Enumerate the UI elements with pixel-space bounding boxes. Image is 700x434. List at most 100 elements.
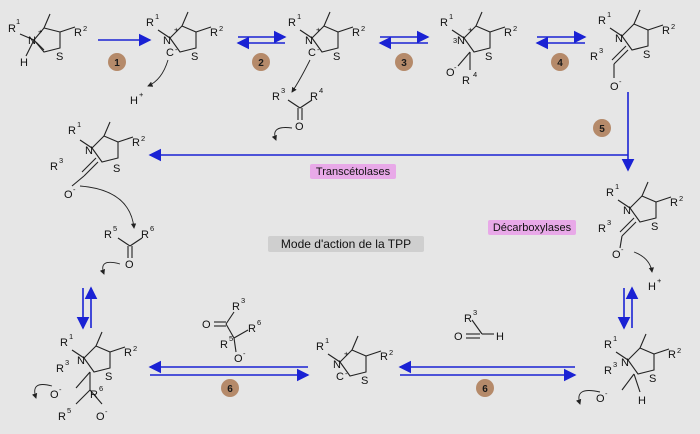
svg-text:O: O [295,121,304,133]
molecule-enamine-top: N S R 1 R 2 R 3 O - [590,9,675,93]
svg-text:R: R [604,365,612,377]
svg-text:6: 6 [257,318,261,327]
svg-text:R: R [68,125,76,137]
molecule-adduct-1: N + S R 1 R 2 3 O - R 4 [440,11,517,87]
svg-text:S: S [649,373,656,385]
svg-text:O: O [612,249,621,261]
svg-text:R: R [668,349,676,361]
svg-text:H: H [130,95,138,107]
svg-text:5: 5 [67,406,71,415]
svg-text:O: O [610,81,619,93]
svg-text:2: 2 [133,344,137,353]
svg-text:R: R [598,15,606,27]
svg-text:R: R [248,323,256,335]
svg-text:6: 6 [482,384,488,395]
svg-text:R: R [210,27,218,39]
molecule-adduct-bottom-right: N S R 1 R 2 R 3 O - H [576,333,681,407]
svg-text:4: 4 [319,86,323,95]
svg-text:R: R [146,17,154,29]
svg-text:+: + [657,276,662,285]
svg-text:3: 3 [607,218,611,227]
svg-text:2: 2 [219,24,223,33]
svg-text:N: N [163,35,171,47]
svg-text:-: - [73,185,76,194]
svg-text:O: O [64,189,73,201]
svg-text:R: R [288,17,296,29]
svg-text:+: + [139,90,144,99]
svg-text:4: 4 [557,58,563,69]
svg-text:3: 3 [599,46,603,55]
svg-text:R: R [132,137,140,149]
svg-text:1: 1 [77,120,81,129]
svg-text:N: N [615,33,623,45]
svg-text:Décarboxylases: Décarboxylases [493,222,572,234]
svg-text:5: 5 [599,124,605,135]
svg-text:Mode d'action de la TPP: Mode d'action de la TPP [281,237,411,251]
svg-text:1: 1 [297,12,301,21]
svg-text:R: R [590,51,598,63]
step-badge-6-right: 6 [476,379,494,397]
molecule-ylide-2: N S C - + R 1 R 2 R 3 R 4 O [271,11,365,141]
svg-text:1: 1 [615,182,619,191]
svg-text:C: C [308,47,316,59]
svg-text:-: - [243,349,246,358]
svg-text:R: R [60,337,68,349]
svg-text:S: S [113,163,120,175]
diagram-title: Mode d'action de la TPP [268,236,424,252]
molecule-enamine-left: N S R 1 R 2 R 3 O - [50,120,145,229]
svg-text:H: H [648,281,656,293]
svg-text:S: S [651,221,658,233]
svg-text:R: R [380,351,388,363]
svg-text:-: - [345,369,348,378]
svg-text:2: 2 [679,194,683,203]
svg-text:H: H [638,395,646,407]
svg-text:R: R [8,23,16,35]
svg-text:2: 2 [513,24,517,33]
svg-text:R: R [662,25,670,37]
svg-text:-: - [619,77,622,86]
svg-text:3: 3 [241,296,245,305]
svg-text:R: R [56,363,64,375]
svg-text:+: + [344,349,349,358]
svg-text:6: 6 [227,384,233,395]
step-badge-1: 1 [108,53,126,71]
step-badges: 1 2 3 4 5 6 6 [108,53,611,397]
svg-text:O: O [596,393,605,405]
svg-text:+: + [38,27,43,36]
svg-text:R: R [440,17,448,29]
svg-text:2: 2 [141,134,145,143]
svg-text:S: S [361,375,368,387]
svg-text:+: + [468,25,473,34]
svg-text:R: R [598,223,606,235]
svg-text:N: N [85,145,93,157]
svg-text:N: N [28,35,36,47]
svg-text:N: N [77,355,85,367]
svg-text:-: - [621,245,624,254]
svg-text:3: 3 [473,308,477,317]
svg-text:3: 3 [281,86,285,95]
svg-text:R: R [50,161,58,173]
svg-text:-: - [605,389,608,398]
svg-text:1: 1 [325,336,329,345]
svg-text:2: 2 [389,348,393,357]
svg-text:6: 6 [99,384,103,393]
molecule-thiazolium-h: N S R 1 H R 2 + [8,13,87,69]
svg-text:N: N [457,35,465,47]
molecule-ylide-1: N S C - + R 1 R 2 H + [130,11,223,107]
svg-text:5: 5 [229,334,233,343]
svg-text:1: 1 [114,58,120,69]
svg-text:R: R [272,91,280,103]
svg-text:C: C [336,371,344,383]
svg-text:R: R [124,347,132,359]
svg-text:3: 3 [453,36,457,45]
step-badge-2: 2 [252,53,270,71]
svg-text:R: R [316,341,324,353]
svg-text:3: 3 [65,358,69,367]
transketolase-label: Transcétolases [310,164,396,179]
svg-text:-: - [175,45,178,54]
svg-text:2: 2 [361,24,365,33]
svg-text:1: 1 [449,12,453,21]
svg-text:O: O [234,353,243,365]
svg-text:O: O [202,319,211,331]
